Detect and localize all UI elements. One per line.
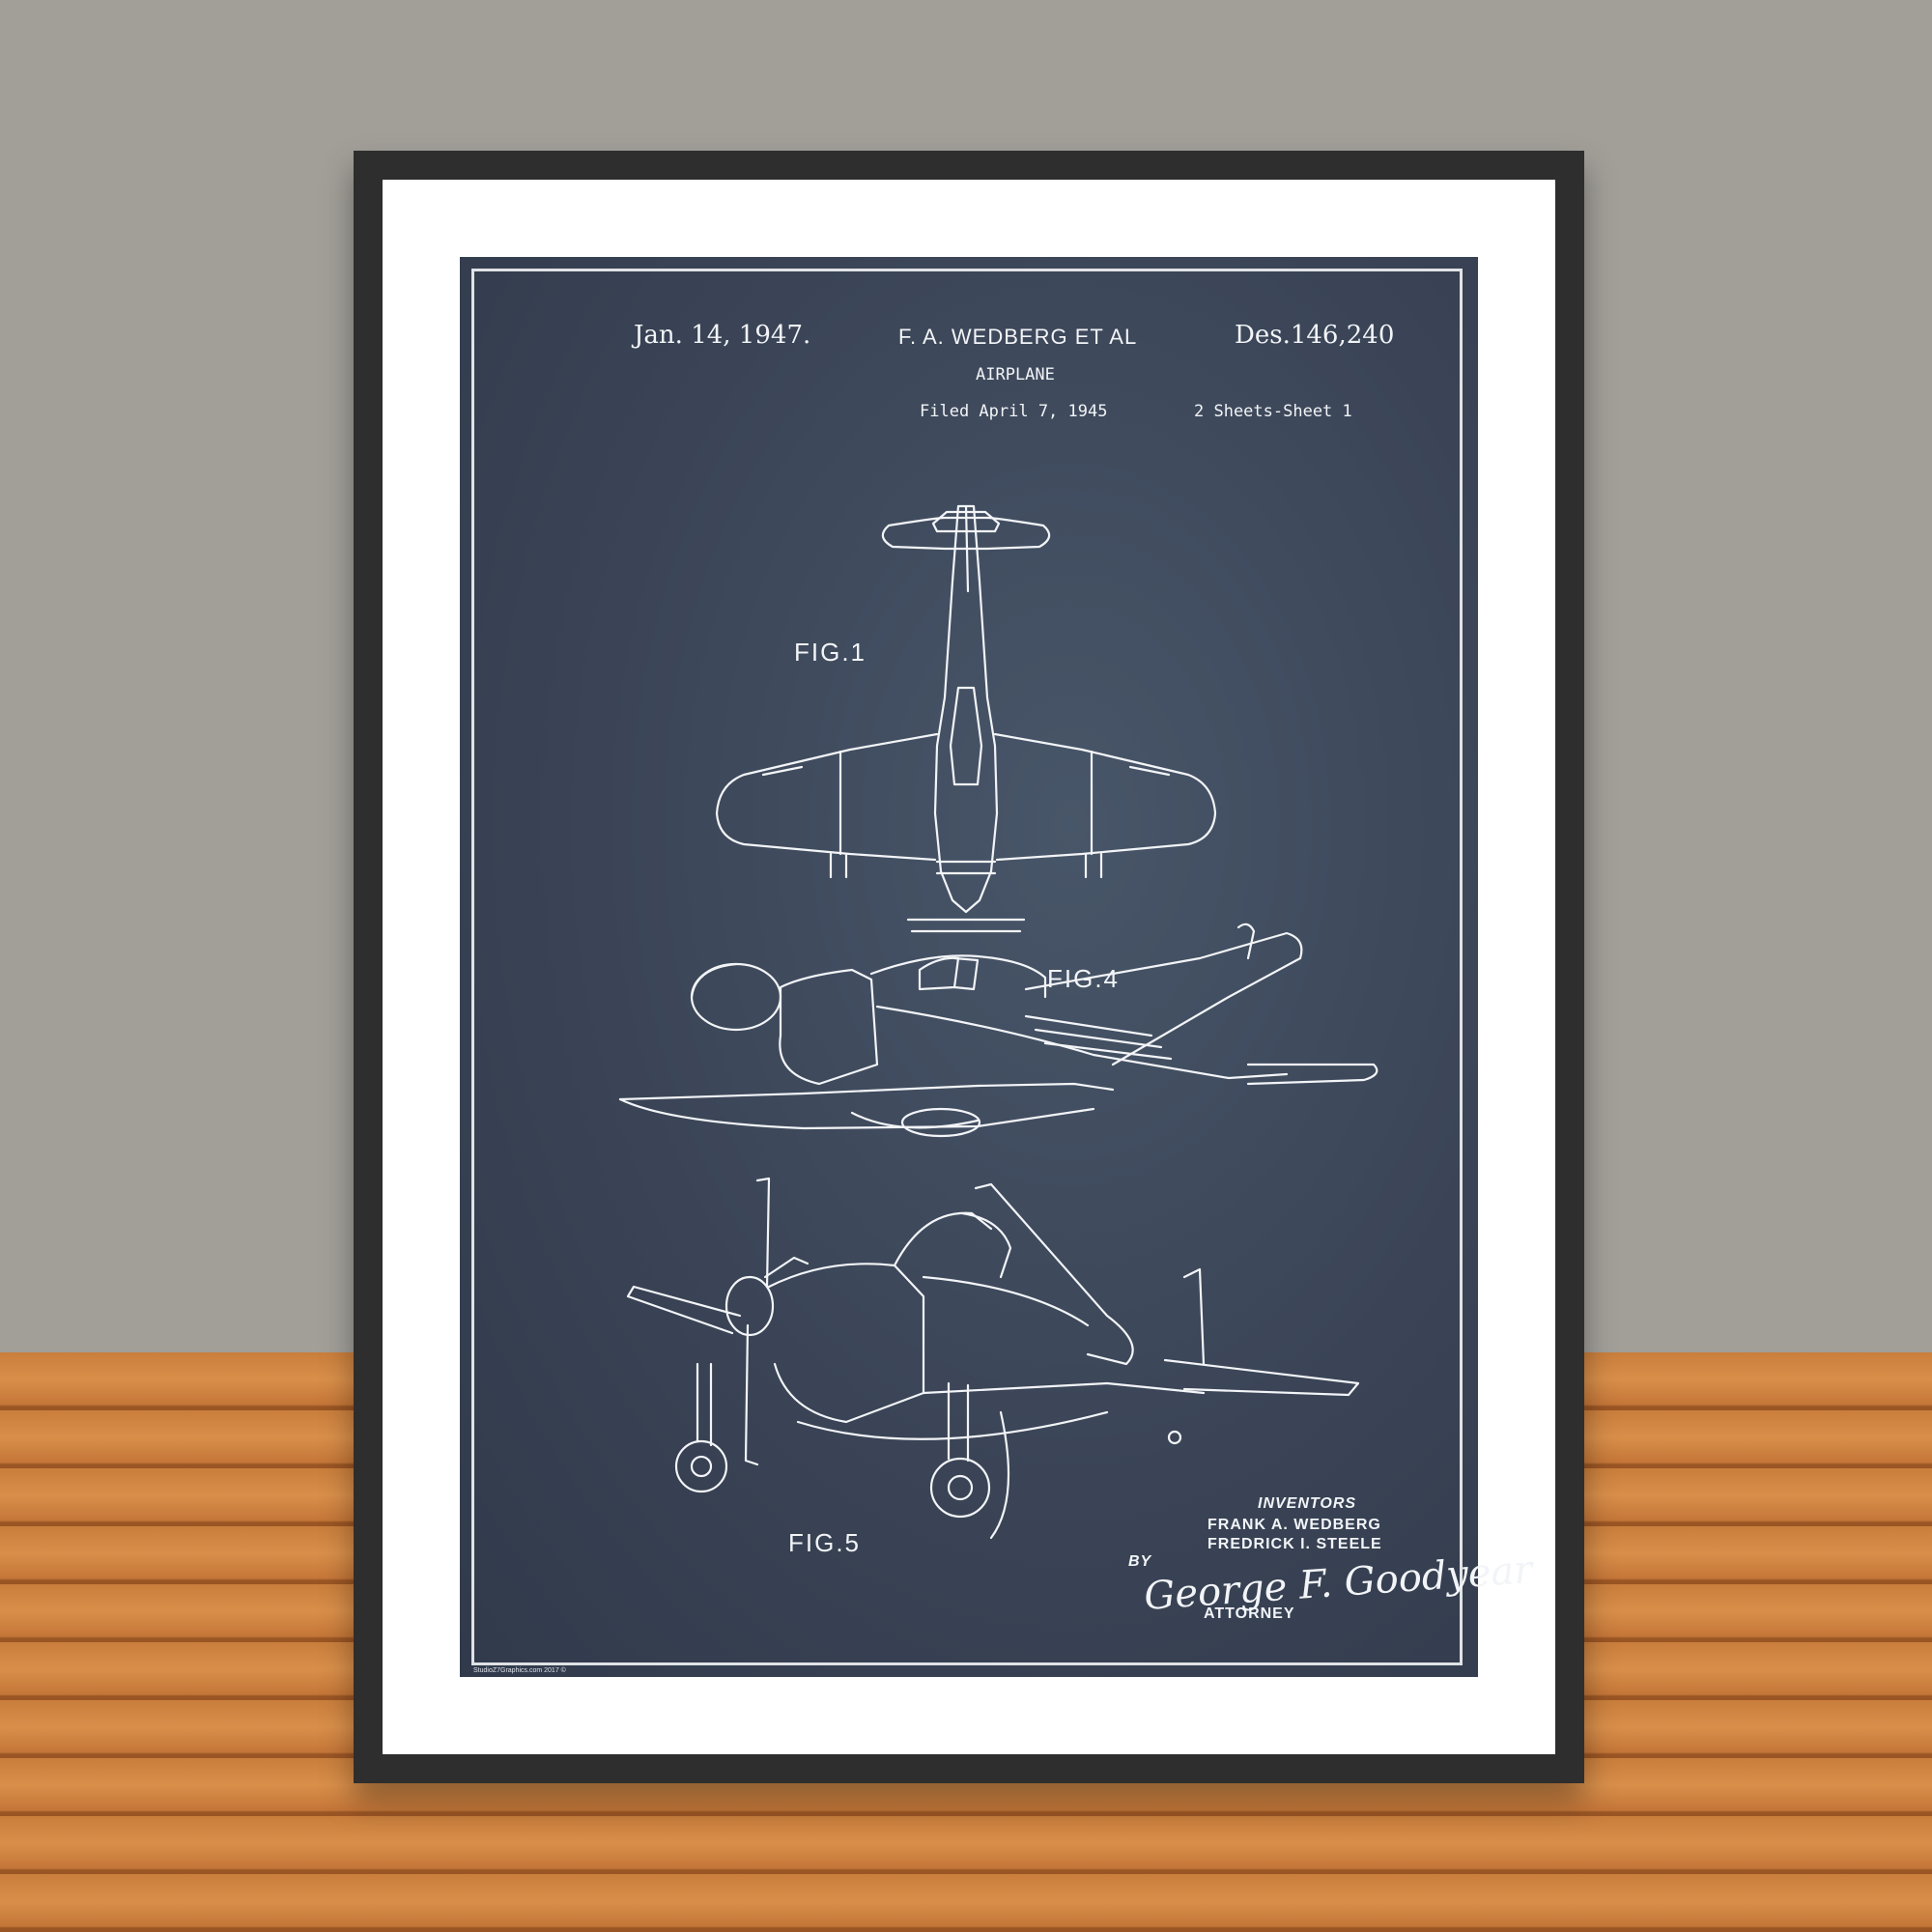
design-number: Des.146,240	[1235, 321, 1395, 350]
blueprint-sheet: Jan. 14, 1947. F. A. WEDBERG ET AL AIRPL…	[460, 257, 1534, 1677]
patent-date: Jan. 14, 1947.	[634, 321, 811, 350]
fig4-side-view-drawing	[618, 923, 1378, 1138]
inventor-name-2: FREDRICK I. STEELE	[1208, 1536, 1382, 1552]
inventor-name-1: FRANK A. WEDBERG	[1208, 1517, 1381, 1533]
fig5-front-view-drawing	[626, 1177, 1360, 1540]
sheet-border	[471, 269, 1463, 1665]
attorney-label: ATTORNEY	[1204, 1605, 1295, 1622]
filed-date: Filed April 7, 1945	[920, 402, 1108, 421]
inventors-heading: INVENTORS	[1258, 1495, 1357, 1512]
fig1-label: FIG.1	[794, 638, 867, 667]
sheet-count: 2 Sheets-Sheet 1	[1194, 402, 1352, 421]
fig5-label: FIG.5	[788, 1528, 862, 1557]
white-mat: Jan. 14, 1947. F. A. WEDBERG ET AL AIRPL…	[383, 180, 1555, 1754]
patent-title: AIRPLANE	[976, 365, 1055, 384]
picture-frame: Jan. 14, 1947. F. A. WEDBERG ET AL AIRPL…	[354, 151, 1584, 1783]
inventor-header: F. A. WEDBERG ET AL	[898, 325, 1138, 349]
by-label: BY	[1128, 1553, 1152, 1570]
fig1-top-view-drawing	[715, 504, 1217, 933]
credit-text: StudioZ7Graphics.com 2017 ©	[473, 1667, 566, 1674]
